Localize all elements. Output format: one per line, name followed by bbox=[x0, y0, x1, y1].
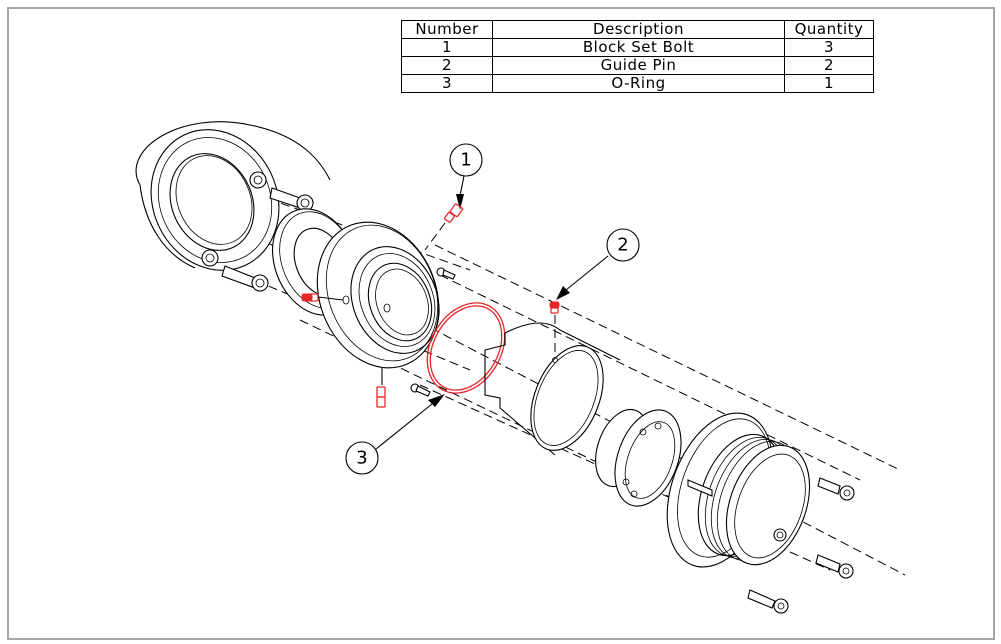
bom-number: 3 bbox=[401, 74, 493, 93]
block-set-bolt-highlight bbox=[443, 203, 464, 223]
callout-3-label: 3 bbox=[356, 448, 367, 469]
threaded-end-cap bbox=[666, 412, 811, 568]
socket-head-bolt bbox=[747, 477, 855, 614]
header-quantity: Quantity bbox=[784, 20, 874, 39]
bom-row: 3 O-Ring 1 bbox=[401, 74, 874, 93]
slotted-sleeve bbox=[484, 322, 621, 456]
callout-1: 1 bbox=[424, 143, 483, 251]
callout-1-label: 1 bbox=[460, 150, 471, 171]
bom-description: Block Set Bolt bbox=[492, 38, 785, 57]
bom-quantity: 1 bbox=[784, 74, 874, 93]
o-ring-highlight bbox=[426, 302, 506, 394]
bom-row: 1 Block Set Bolt 3 bbox=[401, 38, 874, 57]
callout-3: 3 bbox=[345, 394, 445, 475]
callout-2: 2 bbox=[549, 228, 640, 356]
inner-shaft bbox=[595, 408, 682, 507]
drawing-frame bbox=[7, 7, 995, 640]
flange-body bbox=[316, 221, 440, 385]
callout-2-label: 2 bbox=[617, 235, 628, 256]
socket-head-bolt bbox=[221, 187, 314, 292]
bill-of-materials-table: Number Description Quantity 1 Block Set … bbox=[401, 20, 874, 93]
bom-description: Guide Pin bbox=[492, 56, 785, 75]
small-bolt bbox=[410, 267, 456, 397]
housing-bolt bbox=[201, 171, 267, 267]
guide-pin-callout-highlight bbox=[549, 301, 560, 314]
guide-pin-highlight bbox=[301, 293, 386, 408]
housing-block bbox=[135, 121, 331, 292]
